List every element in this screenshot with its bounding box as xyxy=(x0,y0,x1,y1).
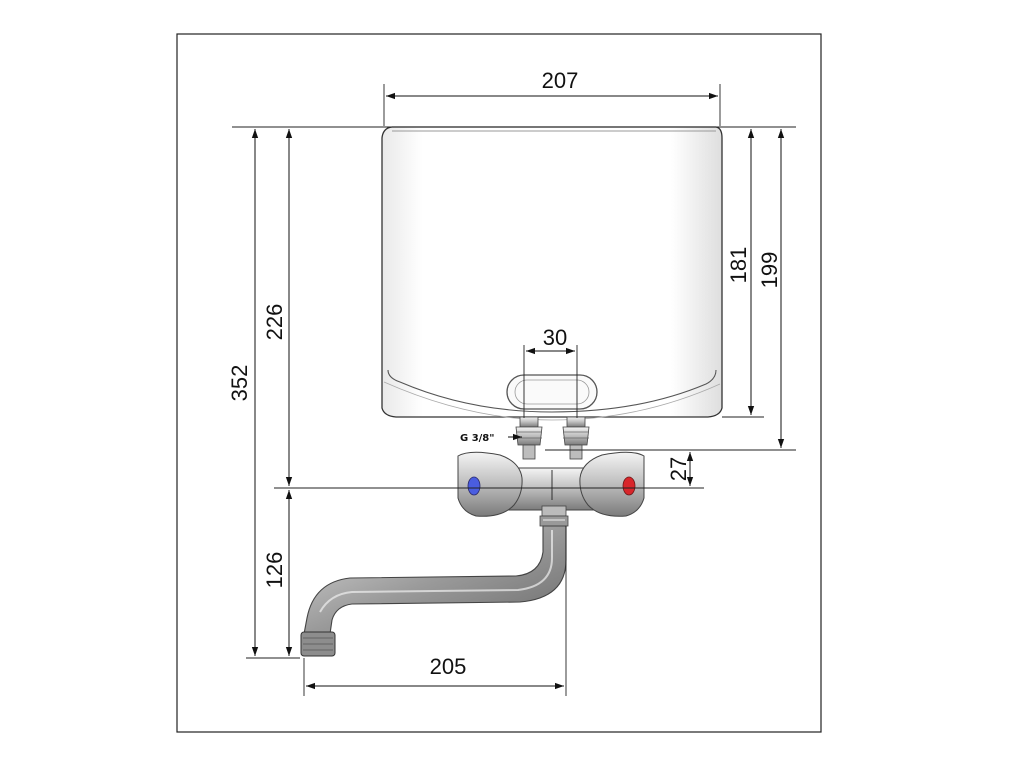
label-outlet-spacing: 30 xyxy=(543,325,567,350)
dimension-labels: 207 30 181 199 352 226 126 27 205 G 3/8" xyxy=(227,68,782,679)
hot-handle xyxy=(579,451,645,517)
connection-pipes xyxy=(515,416,590,460)
label-tap-to-pipe: 27 xyxy=(666,457,691,481)
label-spout-height: 126 xyxy=(262,552,287,589)
label-total-height: 352 xyxy=(227,365,252,402)
dimension-lines xyxy=(251,92,785,690)
water-heater-tank xyxy=(381,126,723,421)
hot-indicator xyxy=(622,476,636,496)
cold-indicator xyxy=(467,476,481,496)
label-top-to-tap: 226 xyxy=(262,304,287,341)
extension-lines xyxy=(232,84,796,696)
spout xyxy=(300,525,567,657)
mixer-tap xyxy=(457,451,645,527)
label-thread-size: G 3/8" xyxy=(460,433,494,444)
tank-window xyxy=(506,374,598,410)
label-top-to-pipe: 199 xyxy=(757,252,782,289)
label-tank-width: 207 xyxy=(542,68,579,93)
cold-handle xyxy=(457,451,523,517)
drawing-frame xyxy=(176,33,822,733)
label-spout-reach: 205 xyxy=(430,654,467,679)
label-tank-height: 181 xyxy=(726,247,751,284)
